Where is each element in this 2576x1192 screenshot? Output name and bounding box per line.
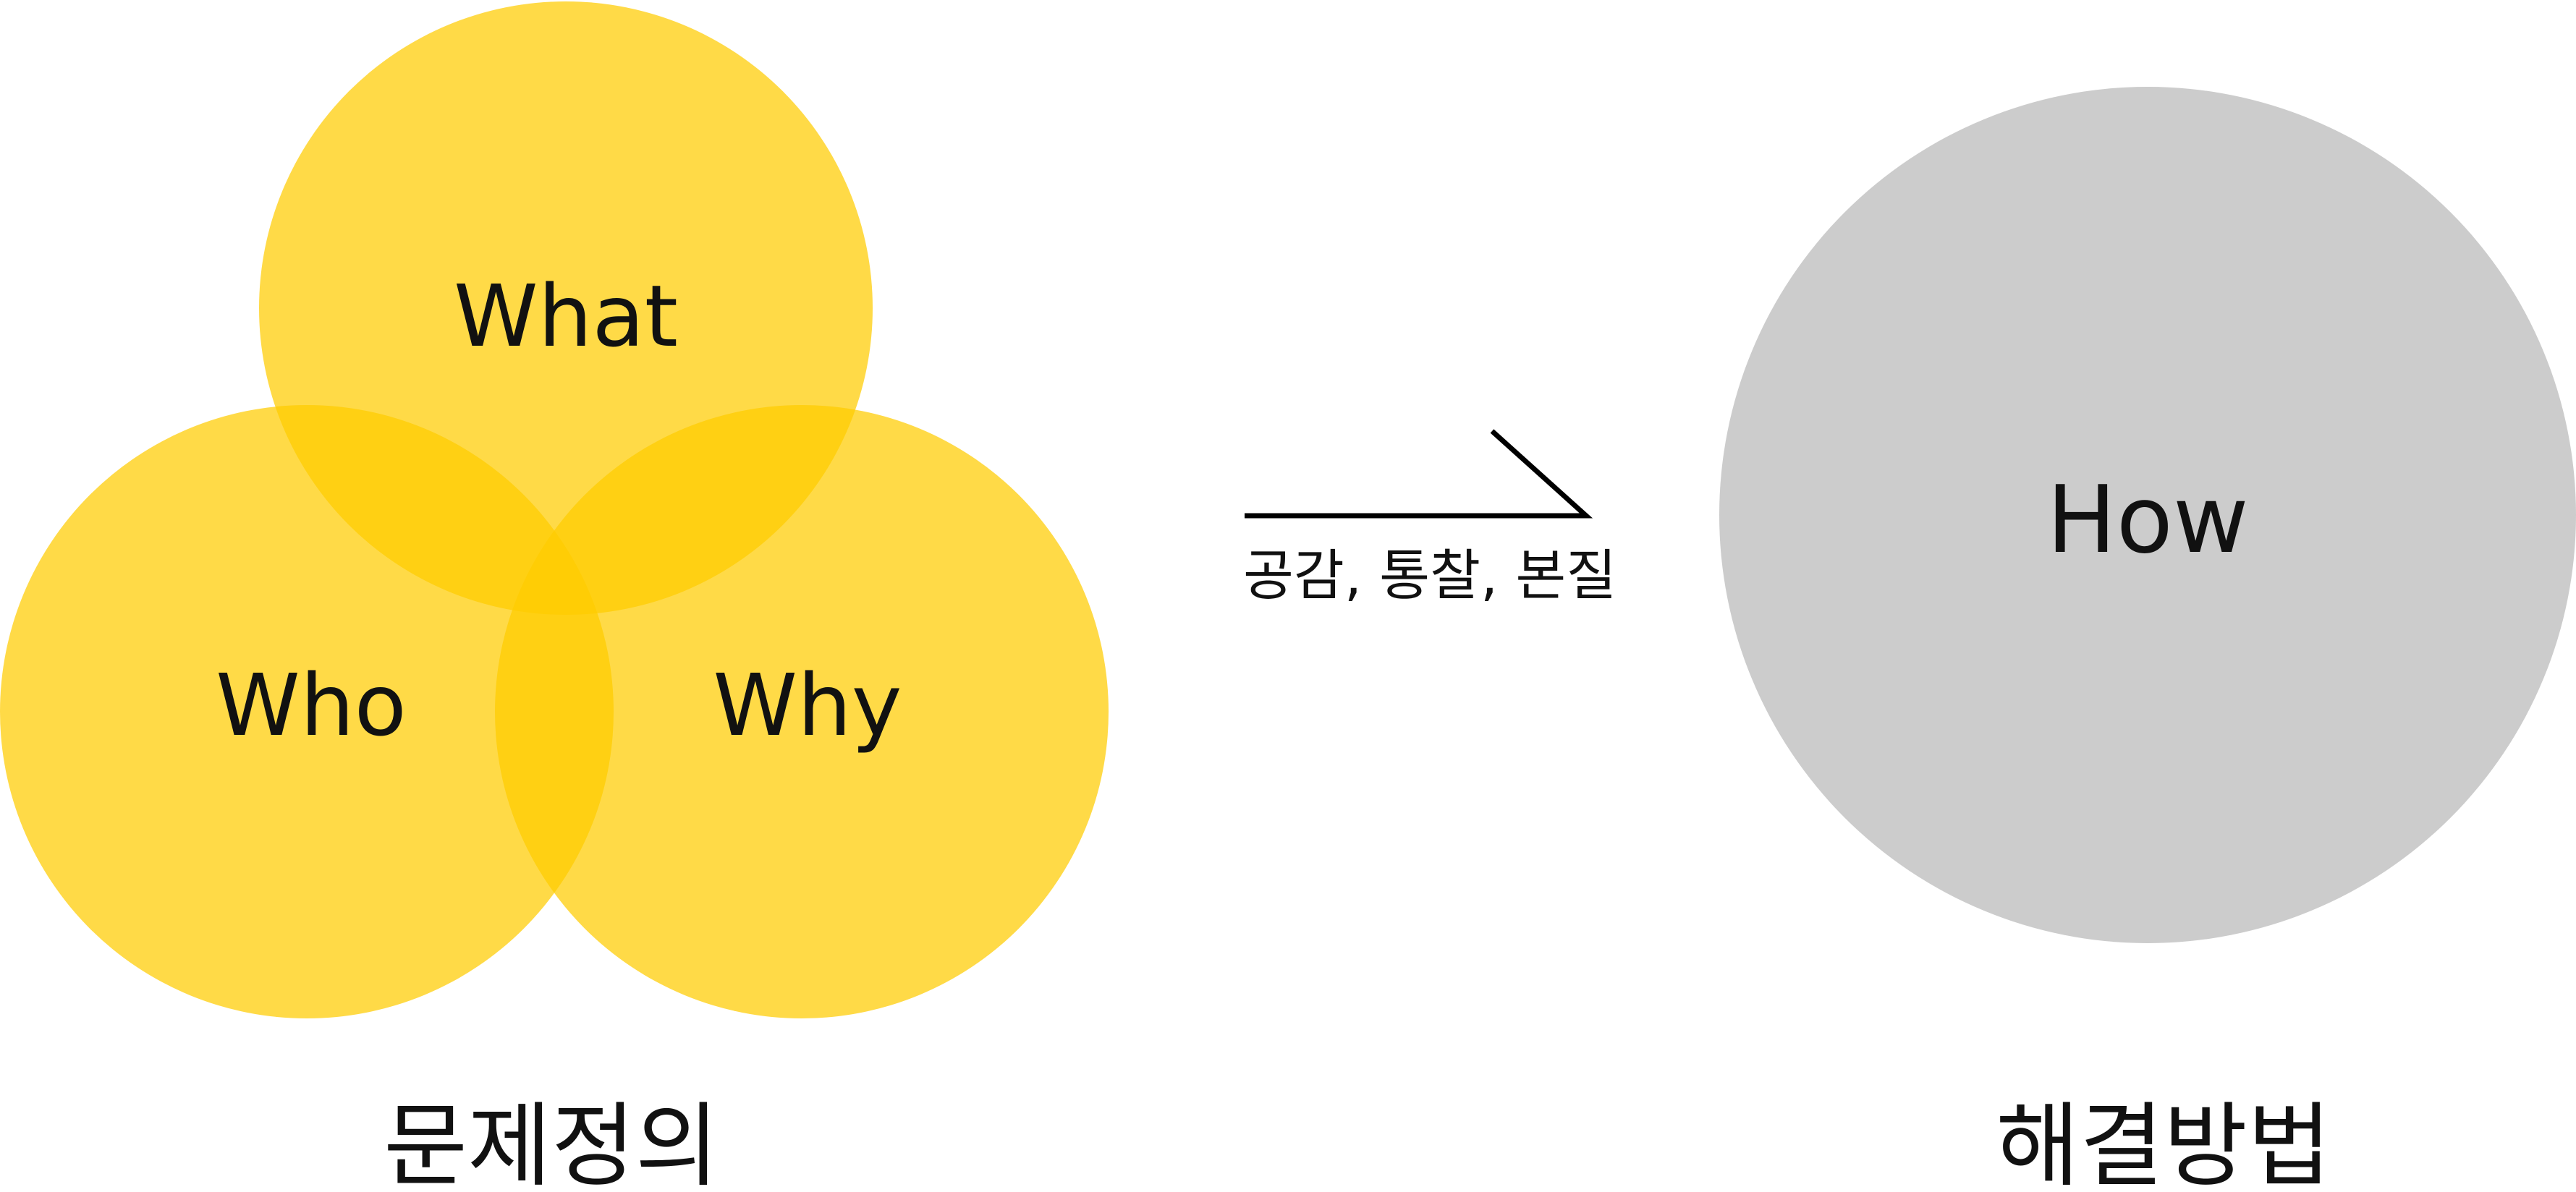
- connector-caption: 공감, 통찰, 본질: [1243, 543, 1617, 608]
- solution-group: How: [1719, 87, 2576, 943]
- arrow-right-icon: [1245, 429, 1593, 519]
- how-circle: [1719, 87, 2576, 943]
- who-label: Who: [216, 655, 407, 755]
- what-label: What: [454, 266, 678, 366]
- why-circle: [495, 405, 1109, 1018]
- who-circle: [0, 405, 614, 1018]
- solution-caption: 해결방법: [1996, 1093, 2331, 1192]
- problem-definition-caption: 문제정의: [384, 1093, 719, 1192]
- problem-definition-venn: What Who Why: [0, 1, 1109, 1018]
- how-label: How: [2046, 467, 2248, 574]
- why-label: Why: [713, 655, 902, 755]
- connector: 공감, 통찰, 본질: [1243, 429, 1617, 608]
